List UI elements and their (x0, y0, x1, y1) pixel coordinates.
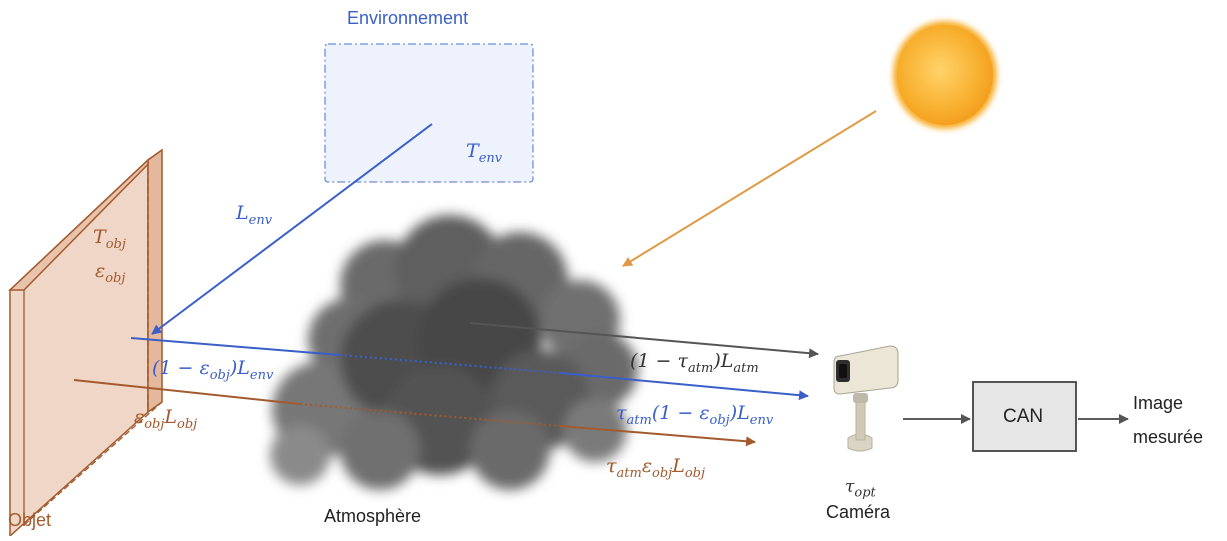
sun-ray-arrow (622, 110, 877, 267)
tau-opt-label: τopt (845, 477, 876, 501)
reflected-ray-arrow (130, 337, 809, 401)
can-box (972, 381, 1077, 452)
image-label-line1: Image (1133, 393, 1184, 413)
atmosphere-emission-label: (1 − τatm)Latm (630, 350, 759, 376)
camera-icon (833, 345, 899, 452)
atmosphere-label: Atmosphère (324, 506, 422, 526)
camera-label: Caméra (826, 502, 891, 522)
object-label: Objet (8, 510, 52, 530)
eps-obj-label: εobj (95, 260, 126, 286)
environment-box (324, 43, 534, 183)
sun-icon (893, 21, 997, 129)
atmosphere-emission-arrow (469, 322, 819, 359)
t-obj-label: Tobj (93, 226, 126, 252)
l-env-label: Lenv (236, 202, 273, 228)
cloud-icon (270, 215, 638, 490)
emitted-ray-arrow (73, 379, 756, 447)
environment-label: Environnement (347, 8, 469, 28)
object-plate (8, 148, 163, 538)
t-env-label: Tenv (466, 140, 503, 166)
transmitted-reflected-label: τatm(1 − εobj)Lenv (616, 402, 774, 428)
can-label: CAN (1003, 406, 1044, 427)
transmitted-emitted-label: τatmεobjLobj (606, 455, 706, 481)
environment-ray-arrow (151, 123, 433, 335)
emitted-radiance-label: εobjLobj (134, 406, 198, 432)
image-label-line2: mesurée (1133, 427, 1204, 447)
reflected-radiance-label: (1 − εobj)Lenv (152, 357, 274, 383)
